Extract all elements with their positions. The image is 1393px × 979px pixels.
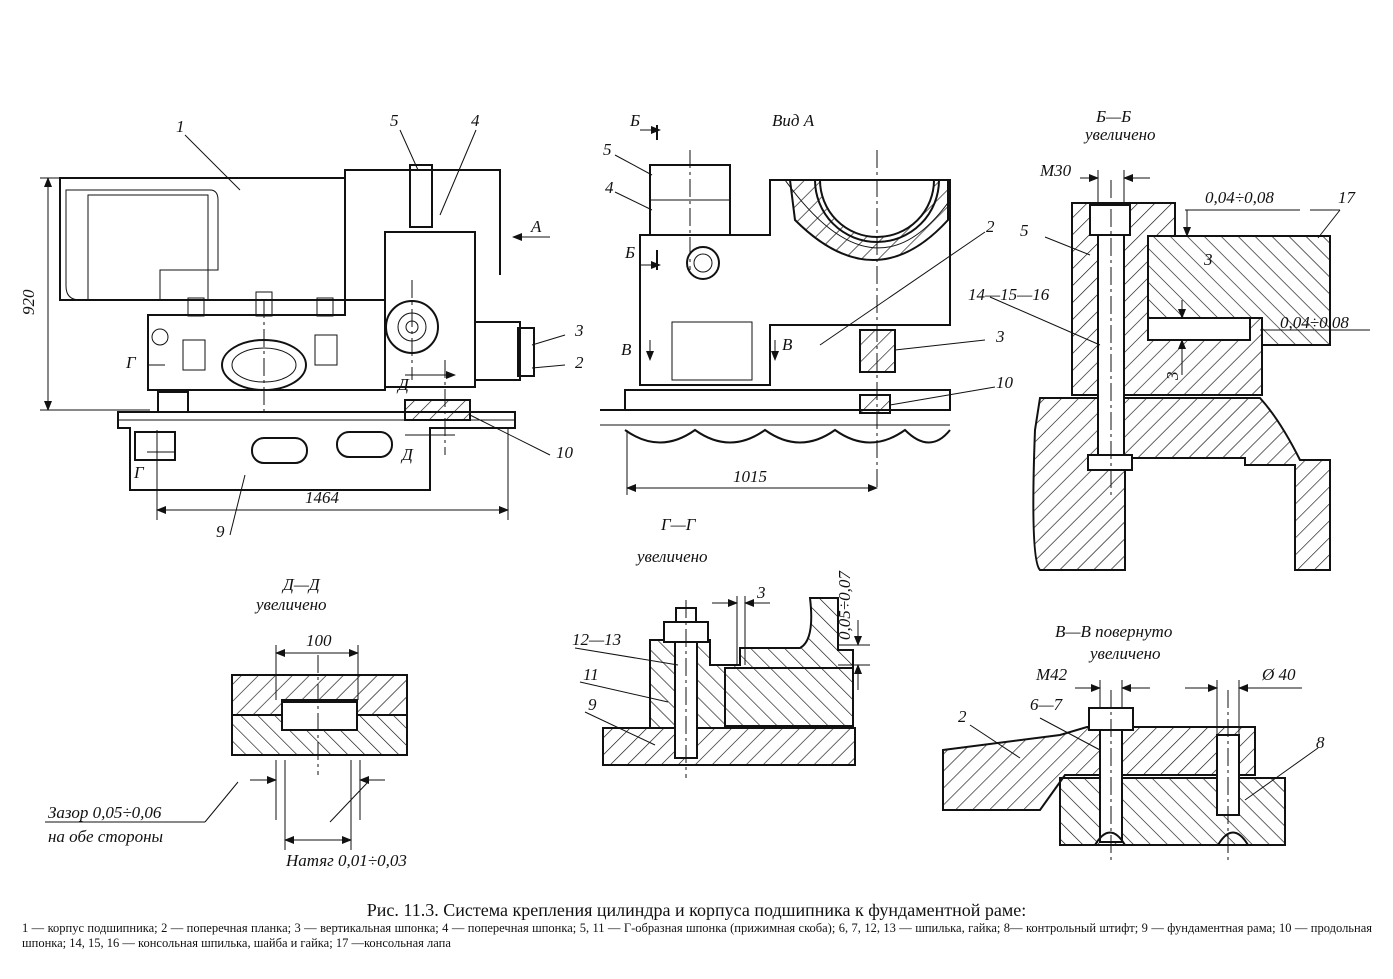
main-label-arrow-a: А	[530, 217, 542, 236]
main-label-d-top: Д	[396, 375, 410, 394]
vv-m42: М42	[1035, 665, 1068, 684]
bb-label-5: 5	[1020, 221, 1029, 240]
vv-subtitle: увеличено	[1088, 644, 1161, 663]
main-label-d-bottom: Д	[400, 445, 414, 464]
figure-caption-title: Рис. 11.3. Система крепления цилиндра и …	[366, 900, 1027, 920]
main-label-10: 10	[556, 443, 574, 462]
bb-m30: М30	[1039, 161, 1072, 180]
gg-label-11: 11	[583, 665, 599, 684]
vv-title: В—В повернуто	[1055, 622, 1172, 641]
bb-label-141516: 14—15—16	[968, 285, 1050, 304]
vid-a-label-5: 5	[603, 140, 612, 159]
gg-label-9: 9	[588, 695, 597, 714]
section-bb	[989, 170, 1370, 571]
vid-a-label-b-top: Б	[629, 111, 640, 130]
main-label-1: 1	[176, 117, 185, 136]
vid-a-label-4: 4	[605, 178, 614, 197]
main-view	[40, 129, 566, 536]
vv-label-2: 2	[958, 707, 967, 726]
dd-gap-note-1: Зазор 0,05÷0,06	[48, 803, 162, 822]
dd-subtitle: увеличено	[254, 595, 327, 614]
vid-a-label-v-left: В	[621, 340, 632, 359]
bb-subtitle: увеличено	[1083, 125, 1156, 144]
section-vv	[942, 680, 1319, 860]
bb-gap-bottom: 3	[1163, 372, 1182, 382]
main-dim-height: 920	[19, 289, 38, 315]
bb-tol-top: 0,04÷0,08	[1205, 188, 1274, 207]
gg-label-1213: 12—13	[572, 630, 621, 649]
main-label-2: 2	[575, 353, 584, 372]
bb-tol-bottom: 0,04÷0,08	[1280, 313, 1349, 332]
gg-tolerance: 0,05÷0,07	[835, 570, 854, 640]
main-label-g-top: Г	[125, 353, 137, 372]
vv-d40: Ø 40	[1261, 665, 1296, 684]
main-label-5: 5	[390, 111, 399, 130]
main-label-4: 4	[471, 111, 480, 130]
vid-a-label-2: 2	[986, 217, 995, 236]
bb-label-17: 17	[1338, 188, 1357, 207]
main-label-g-bottom: Г	[133, 463, 145, 482]
vid-a-title: Вид А	[772, 111, 815, 130]
dd-gap-note-2: на обе стороны	[48, 827, 163, 846]
main-label-3: 3	[574, 321, 584, 340]
dd-title: Д—Д	[281, 575, 321, 594]
section-dd	[45, 645, 408, 850]
main-label-9: 9	[216, 522, 225, 541]
bb-title: Б—Б	[1095, 107, 1131, 126]
vid-a-label-b-bottom: Б	[624, 243, 635, 262]
dd-dim-100: 100	[306, 631, 332, 650]
gg-title: Г—Г	[660, 515, 697, 534]
vid-a-view	[600, 125, 996, 495]
vid-a-label-10: 10	[996, 373, 1014, 392]
vid-a-label-v-right: В	[782, 335, 793, 354]
bb-gap-top: 3	[1203, 250, 1213, 269]
figure-caption-body: 1 — корпус подшипника; 2 — поперечная пл…	[22, 921, 1372, 950]
vid-a-label-3: 3	[995, 327, 1005, 346]
section-gg	[574, 596, 870, 778]
dd-interference: Натяг 0,01÷0,03	[285, 851, 407, 870]
vv-label-67: 6—7	[1030, 695, 1064, 714]
vv-label-8: 8	[1316, 733, 1325, 752]
gg-dim-3: 3	[756, 583, 766, 602]
main-dim-width: 1464	[305, 488, 340, 507]
gg-subtitle: увеличено	[635, 547, 708, 566]
vid-a-dim-width: 1015	[733, 467, 767, 486]
